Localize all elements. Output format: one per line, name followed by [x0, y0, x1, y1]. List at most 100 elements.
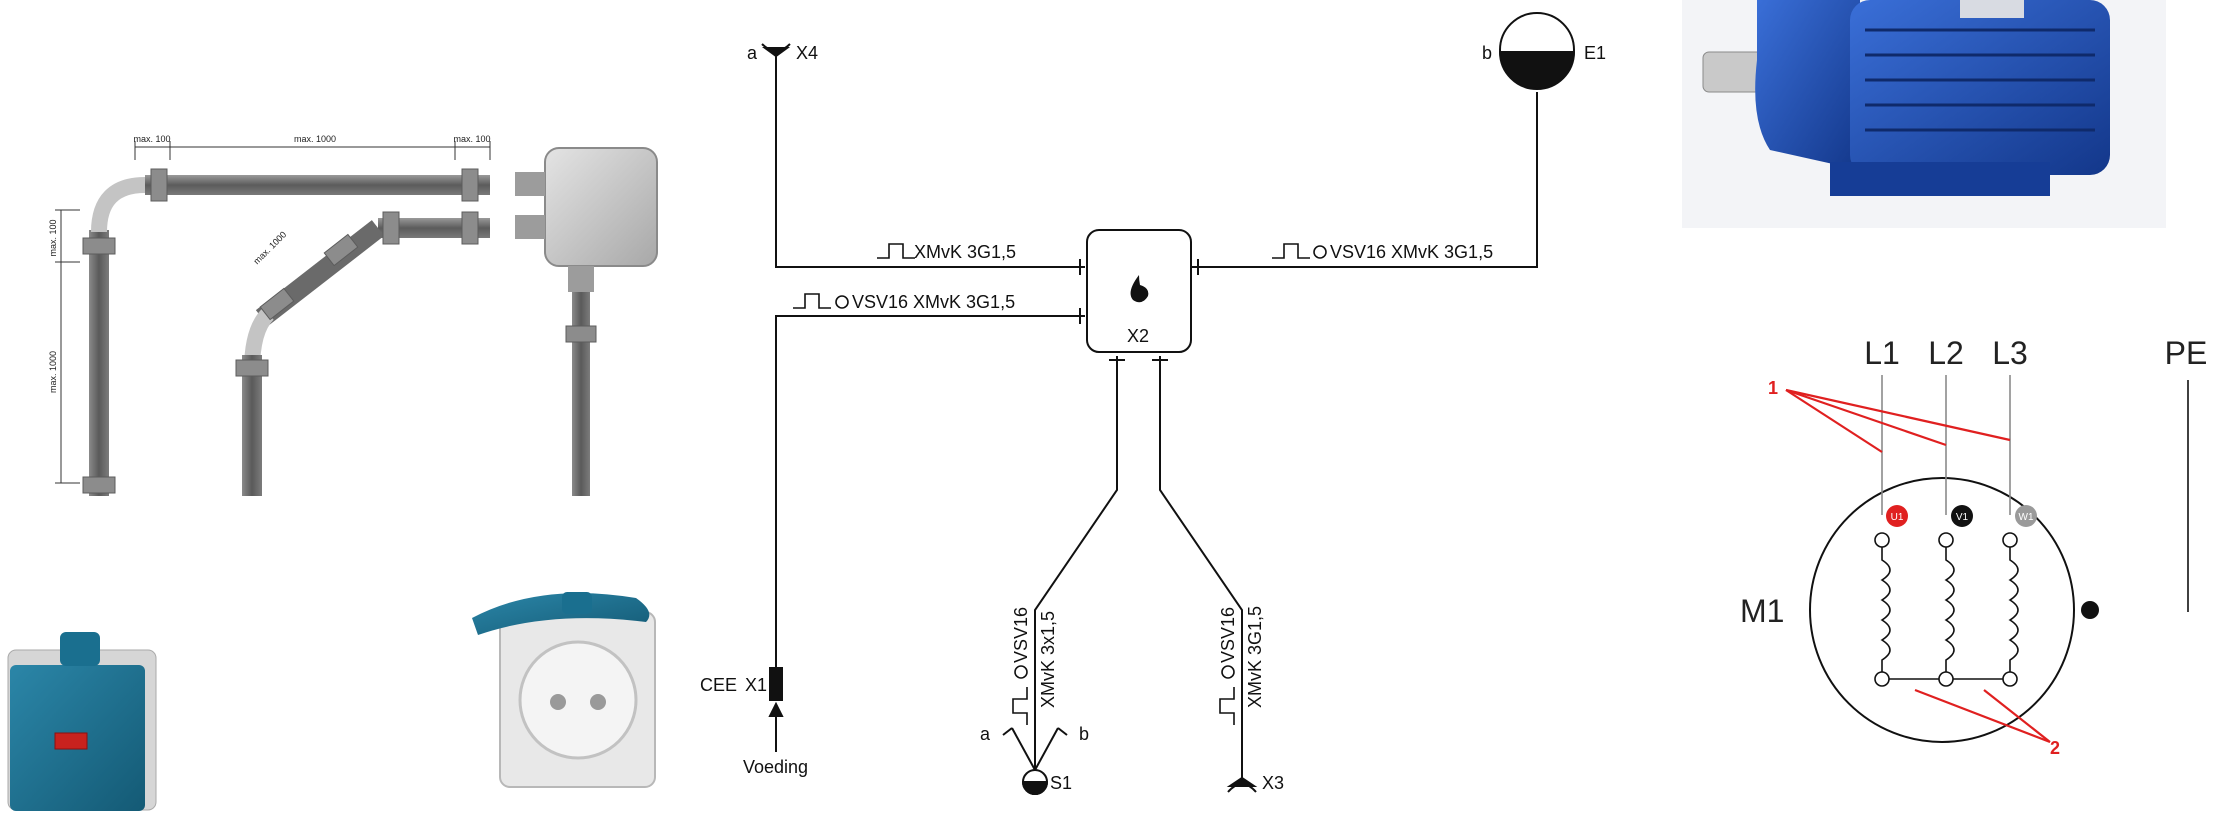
x1-label: X1: [745, 675, 767, 695]
vsv-mark-s1: [1014, 665, 1028, 679]
wire-s1: [1034, 356, 1118, 770]
conduit-pipe-left: [89, 230, 109, 496]
voeding-arrow-head: [768, 701, 784, 717]
cable-x4-label: XMvK 3G1,5: [914, 242, 1016, 262]
phase-l3-label: L3: [1992, 335, 2028, 371]
coil-bottom-terminal: [2002, 671, 2018, 687]
coil-bottom-terminal: [1874, 671, 1890, 687]
junction-gland-mid: [515, 215, 545, 239]
socket-lid: [472, 593, 650, 635]
phase-l2-label: L2: [1928, 335, 1964, 371]
terminal-u1-badge: [1886, 505, 1908, 527]
cable-e1-label: VSV16 XMvK 3G1,5: [1330, 242, 1493, 262]
conduit-bend-left: [91, 177, 146, 233]
s1-switch-fill: [1021, 781, 1049, 795]
motor-foot: [1830, 162, 2050, 196]
callout-2-line: [1983, 689, 2051, 743]
socket-lid-hinge: [562, 592, 592, 614]
e1-b-label: b: [1482, 43, 1492, 63]
clamp: [259, 287, 295, 321]
earth-pe-label: PE: [2165, 335, 2208, 371]
motor-shaft: [1702, 51, 1764, 93]
s1-label: S1: [1050, 773, 1072, 793]
phase-l1-label: L1: [1864, 335, 1900, 371]
clamp: [461, 211, 479, 245]
terminal-v1-label: V1: [1956, 512, 1969, 523]
cable-mark-e1: [1272, 243, 1310, 259]
coil-bottom-terminal: [1938, 671, 1954, 687]
s1-contact-a-tip: [1002, 727, 1013, 736]
s1-cable-label: XMvK 3x1,5: [1038, 611, 1058, 708]
terminal-u1-label: U1: [1891, 512, 1904, 523]
coil-v: [1944, 547, 1955, 672]
socket-face: [518, 640, 638, 760]
clamp: [382, 211, 400, 245]
motor-nameplate: [1960, 0, 2024, 18]
vsv-mark-x1: [835, 295, 849, 309]
x1-plug: [769, 667, 783, 701]
dim-top-mid: max. 1000: [294, 134, 336, 144]
socket-pin-hole: [590, 694, 606, 710]
junction-box: [544, 147, 658, 267]
conduit-pipe-top: [145, 175, 490, 195]
conduit-pipe-right: [572, 288, 590, 496]
wire-x4: [775, 56, 1085, 268]
callout-1-line: [1785, 388, 2011, 442]
callout-1-line: [1785, 388, 1947, 447]
motor-housing: [1850, 0, 2110, 175]
s1-vsv-label: VSV16: [1011, 607, 1031, 663]
s1-contact-b-tip: [1057, 727, 1068, 736]
x3-label: X3: [1262, 773, 1284, 793]
cable-mark-x3: [1219, 687, 1235, 725]
dim-diag: max. 1000: [251, 229, 288, 266]
clamp: [150, 168, 168, 202]
schematic-labels: a X4 b E1 X2 XMvK 3G1,5 VSV16 XMvK 3G1,5…: [700, 43, 1606, 793]
x3-cable-label: XMvK 3G1,5: [1245, 606, 1265, 708]
terminal-w1-badge: [2015, 505, 2037, 527]
callout-1-line: [1785, 389, 1883, 453]
s1-contact-b: [1034, 727, 1059, 771]
clamp: [235, 359, 269, 377]
voeding-label: Voeding: [743, 757, 808, 777]
x2-label: X2: [1127, 326, 1149, 346]
installation-schematic: [761, 12, 1576, 795]
socket-illustration: [472, 592, 656, 788]
coil-top-terminal: [1874, 532, 1890, 548]
switch-indicator-lamp: [54, 732, 88, 750]
s1-b-label: b: [1079, 724, 1089, 744]
terminal-v1-badge: [1951, 505, 1973, 527]
terminal-w1-label: W1: [2019, 512, 2034, 523]
e1-label: E1: [1584, 43, 1606, 63]
clamp: [82, 476, 116, 494]
x4-label: X4: [796, 43, 818, 63]
junction-gland-top: [515, 172, 545, 196]
motor-m1-label: M1: [1740, 593, 1784, 629]
callout-2-label: 2: [2050, 738, 2060, 758]
motor-wiring: U1 V1 W1 L1 L2 L3 PE M1 1: [1740, 335, 2207, 758]
x4-bar: [761, 47, 791, 58]
cable-mark-s1: [1012, 687, 1028, 725]
coil-u: [1880, 547, 1891, 672]
s1-contact-a: [1011, 727, 1036, 771]
wire-e1: [1192, 92, 1538, 268]
cee-label: CEE: [700, 675, 737, 695]
clamp: [461, 168, 479, 202]
switch-cap: [60, 632, 100, 666]
cable-x1-label: VSV16 XMvK 3G1,5: [852, 292, 1015, 312]
junction-gland-bottom: [568, 266, 594, 292]
switch-illustration: [7, 632, 157, 811]
clamp: [82, 237, 116, 255]
coil-w: [2008, 547, 2019, 672]
cable-mark-x4: [877, 243, 915, 259]
conduit-illustration: max. 100 max. 1000 max. 100 max. 100 max…: [48, 134, 658, 496]
drop-icon: [1130, 275, 1149, 303]
wire-x3: [1159, 356, 1243, 780]
dim-side-short: max. 100: [48, 219, 58, 256]
dim-top-left: max. 100: [133, 134, 170, 144]
callout-1-label: 1: [1768, 378, 1778, 398]
clamp: [565, 325, 597, 343]
vsv-mark-e1: [1313, 245, 1327, 259]
callout-2-line: [1914, 688, 2051, 744]
dim-side-long: max. 1000: [48, 351, 58, 393]
